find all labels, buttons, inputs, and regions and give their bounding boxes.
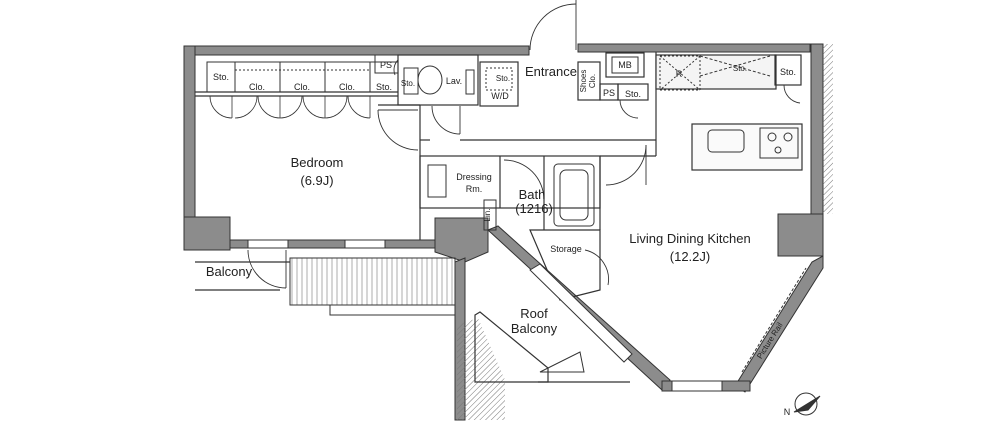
wall-top-left: [183, 45, 530, 56]
bath-label: Bath: [519, 187, 546, 202]
clo-label-2: Clo.: [294, 82, 310, 92]
fixtures: [403, 55, 807, 373]
ldk-label: Living Dining Kitchen: [629, 231, 750, 246]
wd-label: W/D: [491, 91, 509, 101]
closet-doors: [209, 95, 371, 119]
wall-top-right: [577, 43, 811, 53]
doors: [247, 0, 801, 289]
column-left: [183, 216, 231, 251]
balcony-deck: [289, 257, 456, 306]
sto-label-5: Sto.: [625, 89, 641, 99]
clo-label-1: Clo.: [249, 82, 265, 92]
lav-label: Lav.: [446, 76, 462, 86]
sink-icon: [465, 69, 475, 95]
balcony-rail: [329, 304, 456, 316]
entrance-label: Entrance: [525, 64, 577, 79]
lin-label: Lin.: [483, 209, 492, 222]
bath-size: (1216): [515, 201, 553, 216]
roof-balcony-label-1: Roof: [520, 306, 548, 321]
vanity-icon: [427, 164, 447, 198]
ps-label-2: PS: [603, 88, 615, 98]
column-right: [777, 213, 824, 257]
closet-row: [206, 54, 399, 93]
picture-rail-label: Picture Rail: [755, 321, 784, 361]
bedroom-label: Bedroom: [291, 155, 344, 170]
windows: [247, 239, 723, 392]
right-exterior-hatch: [823, 44, 833, 214]
wall-left: [183, 45, 196, 223]
wall-bedroom-bottom: [229, 239, 436, 249]
shoes-label-1: Shoes: [579, 70, 588, 93]
north-label: N: [784, 407, 791, 417]
column-mid: [434, 217, 489, 263]
dressing-label-2: Rm.: [466, 184, 483, 194]
sto-label-7: Sto.: [780, 67, 796, 77]
toilet-icon: [417, 65, 443, 95]
wall-right: [810, 43, 824, 215]
storage-label: Storage: [550, 244, 582, 254]
interior-walls: [195, 52, 803, 383]
roof-balcony-label-2: Balcony: [511, 321, 558, 336]
ps-label-1: PS: [380, 60, 392, 70]
roof-hatch: [457, 318, 505, 420]
sto-label-1: Sto.: [213, 72, 229, 82]
sto-label-6: Sto.: [733, 64, 747, 73]
r-label: R: [676, 69, 683, 79]
sto-label-4: Sto.: [496, 74, 510, 83]
kitchen-sink-icon: [707, 129, 745, 153]
stove-icon: [759, 127, 799, 159]
bathtub-icon: [553, 163, 595, 227]
clo-label-3: Clo.: [339, 82, 355, 92]
compass-icon: [793, 392, 821, 416]
dressing-label-1: Dressing: [456, 172, 492, 182]
mb-label: MB: [618, 60, 632, 70]
ldk-size: (12.2J): [670, 249, 710, 264]
sto-label-2: Sto.: [376, 82, 392, 92]
sto-label-3: Sto.: [401, 79, 415, 88]
shoes-label-2: Clo.: [588, 74, 597, 88]
bedroom-size: (6.9J): [300, 173, 333, 188]
balcony-label: Balcony: [206, 264, 253, 279]
